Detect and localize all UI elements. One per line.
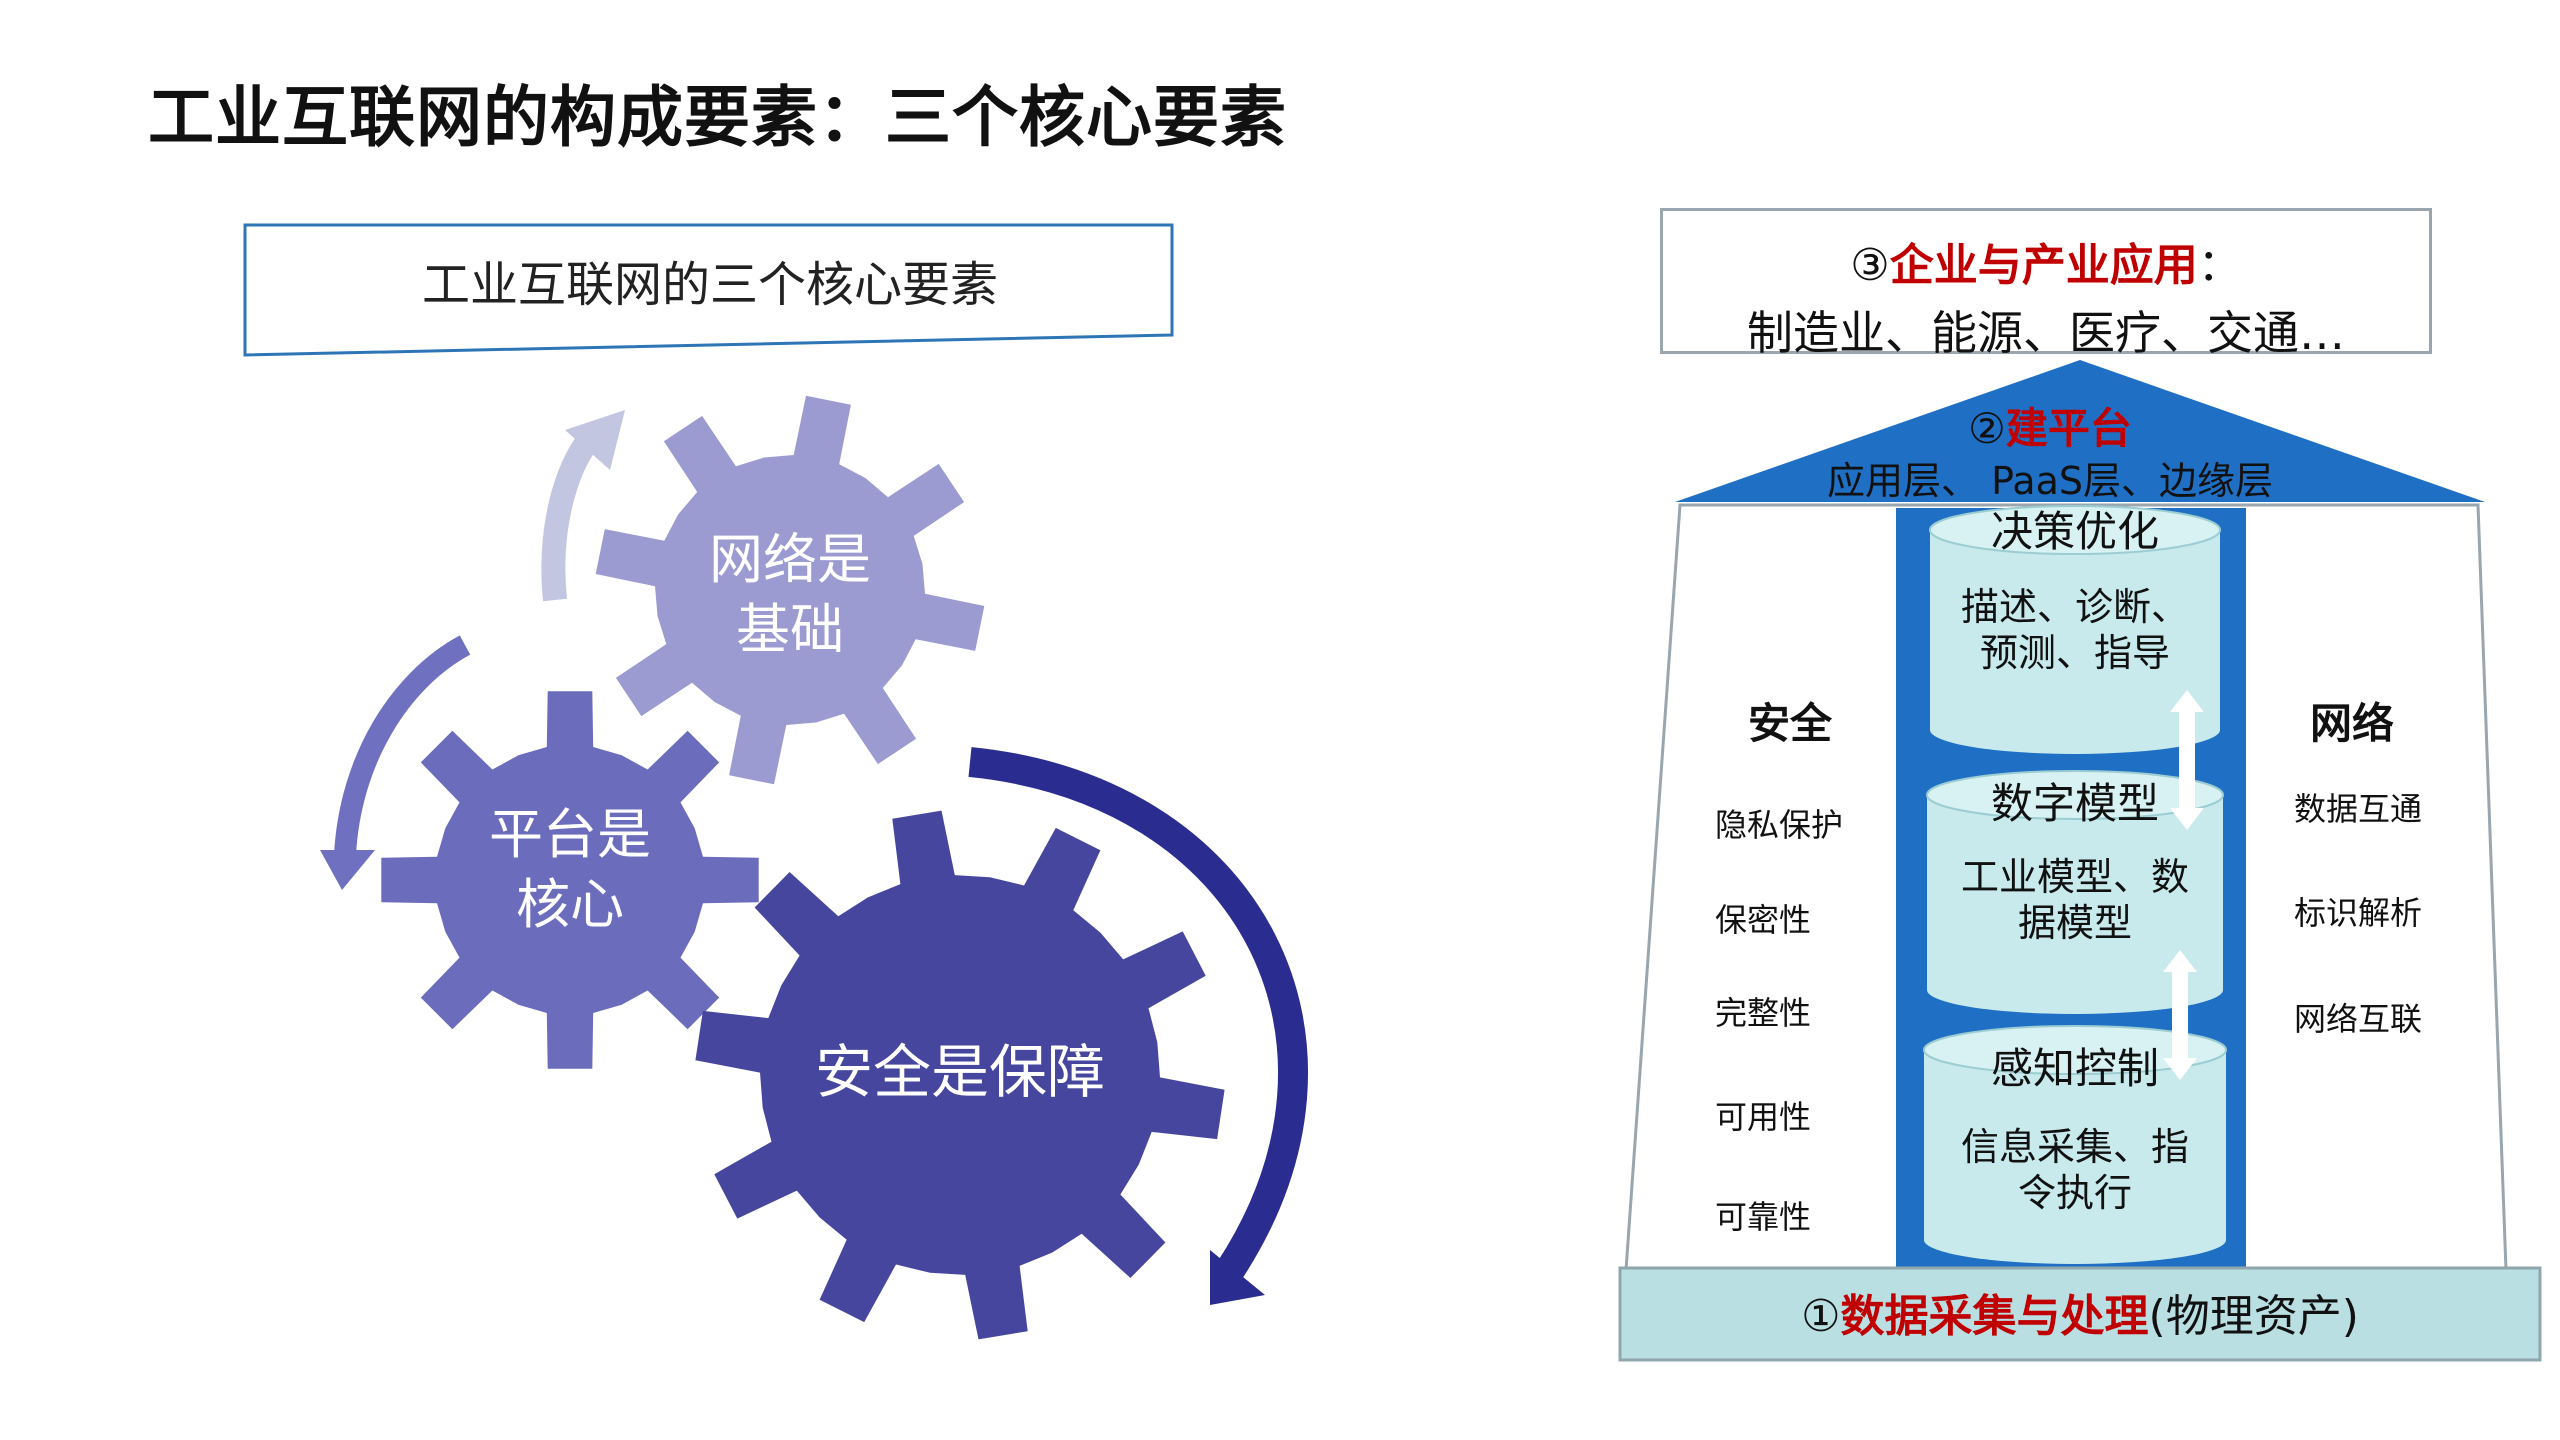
security-heading: 安全	[1748, 699, 1833, 748]
double-arrow-upper	[2170, 690, 2204, 830]
gear-platform	[381, 691, 759, 1069]
platform-title: ②建平台	[1968, 404, 2132, 453]
house-diagram	[1618, 360, 2542, 1362]
security-item: 完整性	[1715, 994, 1812, 1032]
arc-arrow-light	[541, 430, 600, 602]
data-collection-label: ①数据采集与处理(物理资产)	[1801, 1291, 2359, 1342]
network-item: 数据互通	[2293, 790, 2422, 828]
cylinder-decision	[1929, 505, 2221, 754]
gear-network-label: 网络是基础	[709, 528, 871, 662]
cylinder-model-body: 工业模型、数据模型	[1960, 855, 2189, 945]
cylinder-decision-title: 决策优化	[1990, 507, 2159, 556]
cylinder-model-title: 数字模型	[1990, 779, 2159, 828]
double-arrow-lower	[2163, 950, 2197, 1080]
security-item: 可用性	[1715, 1098, 1812, 1136]
applications-box: ③企业与产业应用： 制造业、能源、医疗、交通…	[1660, 208, 2432, 360]
cylinder-sensing-body: 信息采集、指令执行	[1960, 1125, 2189, 1215]
gears-diagram	[243, 223, 1308, 1340]
cylinder-decision-body: 描述、诊断、预测、指导	[1960, 585, 2189, 675]
gear-network	[595, 395, 985, 785]
network-heading: 网络	[2310, 699, 2395, 748]
security-item: 隐私保护	[1715, 806, 1844, 844]
security-item: 保密性	[1715, 901, 1812, 939]
house-roof	[1675, 360, 2485, 502]
arc-arrow-light-head	[565, 410, 625, 470]
network-item: 网络互联	[2293, 1000, 2422, 1038]
arc-arrow-dark-head	[1210, 1250, 1265, 1305]
applications-list: 制造业、能源、医疗、交通…	[1747, 306, 2345, 360]
gear-security	[695, 810, 1225, 1340]
gear-security-label: 安全是保障	[814, 1038, 1105, 1106]
network-item: 标识解析	[2293, 894, 2422, 932]
cylinder-sensing	[1923, 1025, 2227, 1264]
core-elements-label: 工业互联网的三个核心要素	[421, 257, 998, 313]
applications-title: ③企业与产业应用：	[1850, 240, 2242, 291]
label-box	[243, 223, 1174, 357]
arc-arrow-medium-head	[320, 850, 375, 890]
gear-platform-label: 平台是核心	[489, 803, 651, 937]
cylinder-sensing-title: 感知控制	[1990, 1044, 2159, 1093]
base-bar	[1618, 1266, 2542, 1362]
page-title: 工业互联网的构成要素：三个核心要素	[148, 79, 1287, 156]
arc-arrow-dark	[968, 747, 1308, 1279]
cylinder-digital-model	[1926, 770, 2224, 1014]
platform-layers: 应用层、 PaaS层、边缘层	[1827, 459, 2273, 503]
security-item: 可靠性	[1715, 1198, 1812, 1236]
arc-arrow-medium	[334, 635, 471, 856]
